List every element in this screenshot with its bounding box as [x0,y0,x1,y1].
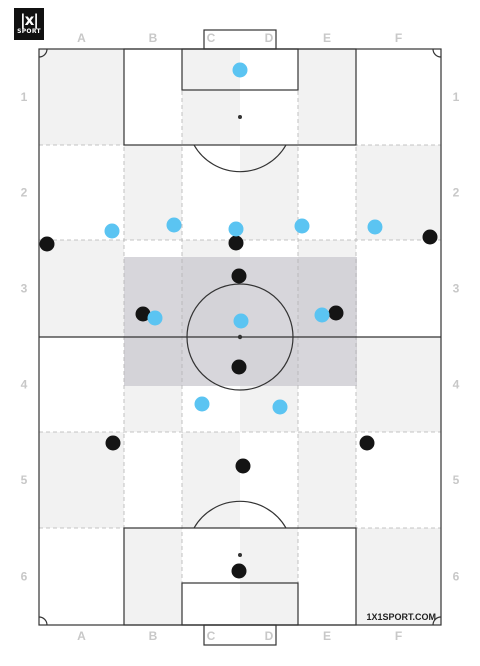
row-label-1: 1 [453,90,460,104]
row-label-3: 3 [21,282,28,296]
black-player-1[interactable] [39,236,55,252]
stripe-cell [298,432,356,528]
black-player-7[interactable] [231,359,247,375]
stripe-cell [182,49,240,145]
site-watermark: 1X1SPORT.COM [366,612,436,622]
stripe-cell [298,49,356,145]
column-label-a: A [77,31,86,45]
bottom-penalty-arc [193,500,287,529]
blue-player-7[interactable] [147,310,163,326]
logo-main-text: |x| [20,10,39,29]
black-player-11[interactable] [231,563,247,579]
stripe-cell [124,528,182,625]
black-player-10[interactable] [235,458,251,474]
blue-player-4[interactable] [228,221,244,237]
blue-player-8[interactable] [233,313,249,329]
column-label-b: B [149,31,158,45]
blue-player-1[interactable] [232,62,248,78]
column-label-f: F [395,629,402,643]
column-label-f: F [395,31,402,45]
stripe-cell [39,240,124,337]
stripe-cell [356,337,441,432]
players [39,62,438,579]
stripe-cell [182,432,240,528]
blue-player-5[interactable] [294,218,310,234]
black-player-9[interactable] [359,435,375,451]
row-label-6: 6 [453,570,460,584]
black-player-6[interactable] [328,305,344,321]
column-label-c: C [207,31,216,45]
pitch-markings [38,29,442,646]
black-player-8[interactable] [105,435,121,451]
row-label-4: 4 [21,378,28,392]
stripe-cell [240,145,298,240]
corner-arc-top-left [38,48,48,58]
row-label-5: 5 [453,473,460,487]
top-penalty-arc [193,144,287,173]
column-label-d: D [265,629,274,643]
pitch-stripes [39,49,441,625]
bottom-goal [203,624,277,646]
top-goal [203,29,277,50]
centre-spot [237,334,243,340]
blue-player-10[interactable] [194,396,210,412]
row-label-2: 2 [453,186,460,200]
stripe-cell [39,49,124,145]
row-label-1: 1 [21,90,28,104]
column-label-e: E [323,629,331,643]
column-label-d: D [265,31,274,45]
black-player-3[interactable] [422,229,438,245]
row-label-2: 2 [21,186,28,200]
column-label-a: A [77,629,86,643]
column-label-c: C [207,629,216,643]
logo-sub-text: SPORT [17,27,41,35]
blue-player-3[interactable] [166,217,182,233]
pitch-spots [237,115,243,557]
row-label-6: 6 [21,570,28,584]
stripe-cell [240,528,298,625]
corner-arc-bottom-right [432,616,442,626]
column-label-e: E [323,31,331,45]
blue-player-9[interactable] [314,307,330,323]
corner-arc-bottom-left [38,616,48,626]
stripe-cell [356,528,441,625]
blue-player-11[interactable] [272,399,288,415]
column-label-b: B [149,629,158,643]
brand-logo: |x| SPORT [14,8,44,40]
black-player-4[interactable] [231,268,247,284]
grid-labels: A A B B C C D D E E F F 1 1 2 2 3 3 4 4 5 5 6 6 [21,31,460,643]
blue-player-2[interactable] [104,223,120,239]
centre-circle [186,283,294,391]
black-player-5[interactable] [135,306,151,322]
corner-arc-top-right [432,48,442,58]
black-player-2[interactable] [228,235,244,251]
bottom-penalty-spot [238,553,242,557]
row-label-5: 5 [21,473,28,487]
row-label-4: 4 [453,378,460,392]
blue-player-6[interactable] [367,219,383,235]
top-penalty-spot [238,115,242,119]
row-label-3: 3 [453,282,460,296]
